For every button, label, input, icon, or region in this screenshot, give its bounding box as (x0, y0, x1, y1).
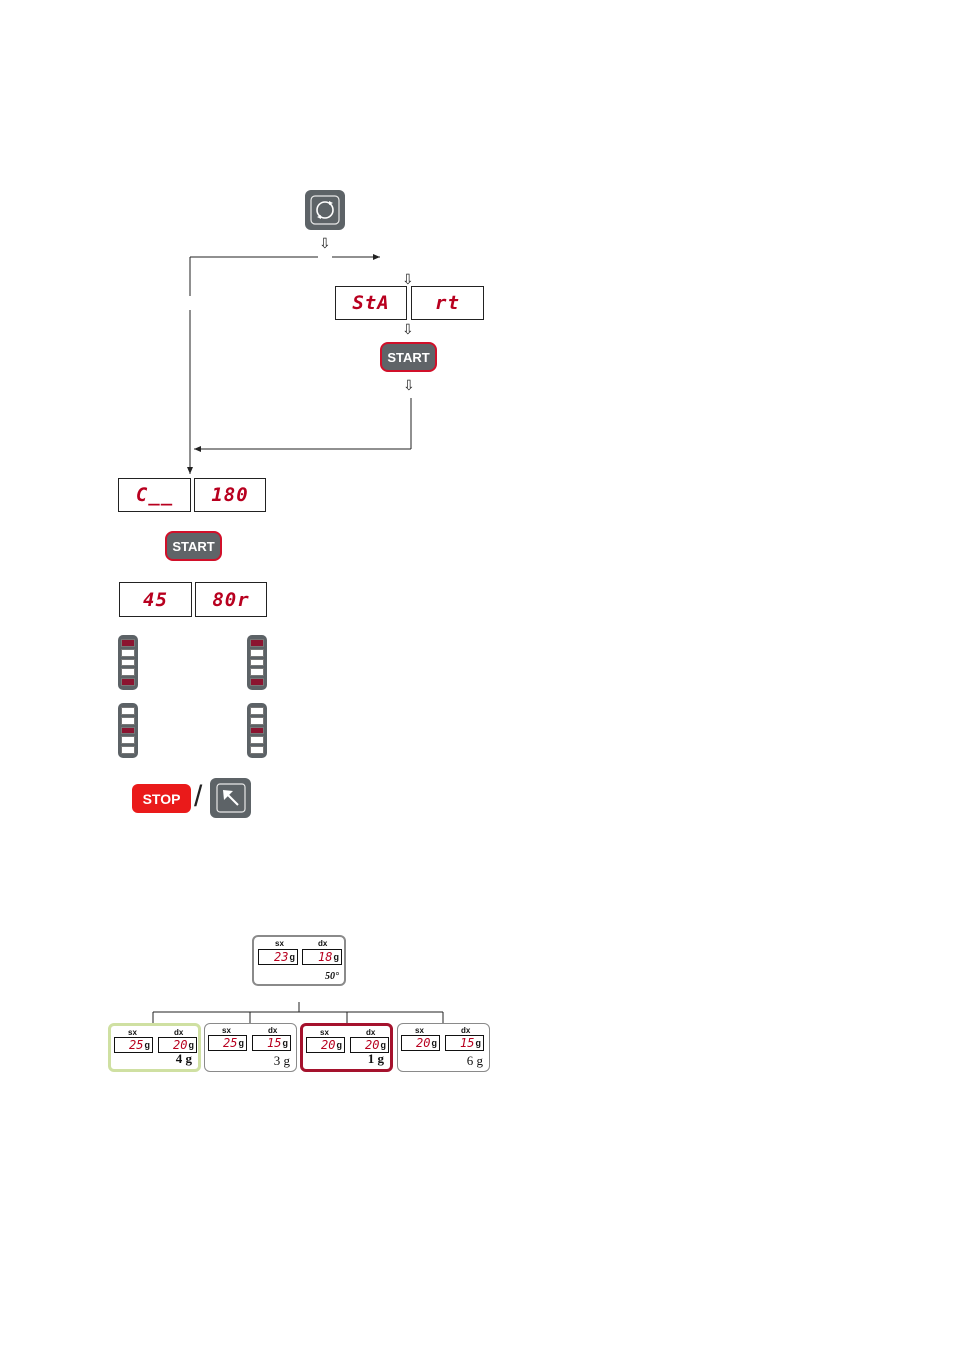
display-bottom-left: 45 (119, 582, 192, 617)
exit-button[interactable] (210, 778, 251, 818)
sx-label: sx (320, 1028, 329, 1037)
led-segment-lit (121, 678, 135, 686)
cycle-button[interactable] (305, 190, 345, 230)
difference-result: 4 g (176, 1051, 192, 1067)
led-segment (250, 746, 264, 754)
display-mid-right: 180 (194, 478, 266, 512)
stop-button[interactable]: STOP (132, 784, 191, 813)
down-arrow-icon: ⇩ (319, 236, 331, 250)
dx-label: dx (318, 939, 327, 948)
led-segment-lit (250, 727, 264, 735)
display-bottom-right: 80r (195, 582, 267, 617)
display-top-right: rt (411, 286, 484, 320)
down-arrow-icon: ⇩ (402, 322, 414, 336)
separator-slash: / (194, 780, 202, 814)
led-segment (121, 717, 135, 725)
led-segment (121, 736, 135, 744)
led-segment-lit (250, 678, 264, 686)
led-segment (121, 649, 135, 657)
dx-label: dx (461, 1026, 470, 1035)
display-mid-left: C__ (118, 478, 191, 512)
led-segment-lit (121, 727, 135, 735)
led-bar-indicator (247, 635, 267, 690)
led-segment (250, 717, 264, 725)
difference-result: 3 g (274, 1053, 290, 1069)
led-bar-indicator (118, 703, 138, 758)
led-segment (250, 736, 264, 744)
difference-result: 1 g (368, 1051, 384, 1067)
led-bar-indicator (118, 635, 138, 690)
dx-label: dx (366, 1028, 375, 1037)
difference-result: 6 g (467, 1053, 483, 1069)
display-top-left: StA (335, 286, 407, 320)
sx-label: sx (128, 1028, 137, 1037)
cycle-icon (310, 195, 340, 225)
led-segment-lit (250, 639, 264, 647)
led-segment (250, 707, 264, 715)
led-segment (121, 707, 135, 715)
dx-label: dx (268, 1026, 277, 1035)
led-segment (121, 659, 135, 667)
sx-label: sx (222, 1026, 231, 1035)
down-arrow-icon: ⇩ (402, 272, 414, 286)
led-segment (121, 668, 135, 676)
led-segment (250, 668, 264, 676)
led-bar-indicator (247, 703, 267, 758)
led-segment (250, 659, 264, 667)
dx-label: dx (174, 1028, 183, 1037)
down-arrow-icon: ⇩ (403, 378, 415, 392)
sx-label: sx (275, 939, 284, 948)
start-button-mid[interactable]: START (165, 531, 222, 561)
start-button-top[interactable]: START (380, 342, 437, 372)
exit-arrow-icon (216, 783, 246, 813)
led-segment (250, 649, 264, 657)
led-segment (121, 746, 135, 754)
led-segment-lit (121, 639, 135, 647)
sx-label: sx (415, 1026, 424, 1035)
angle-label: 50° (325, 971, 339, 982)
